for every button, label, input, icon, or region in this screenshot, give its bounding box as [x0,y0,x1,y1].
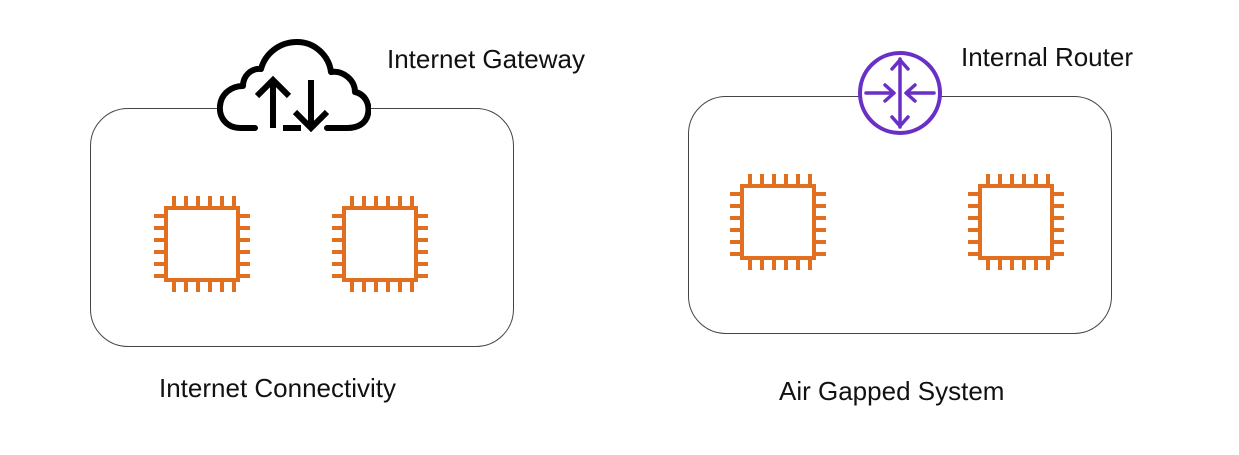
internet-gateway-label: Internet Gateway [387,44,585,74]
compute-chip-icon [332,196,428,292]
compute-chip-icon [154,196,250,292]
air-gapped-system-caption: Air Gapped System [779,376,1005,406]
compute-chip-icon [968,174,1064,270]
compute-chip-icon [730,174,826,270]
internal-router-icon [858,51,942,135]
internet-gateway-cloud-icon [217,39,371,132]
internet-connectivity-caption: Internet Connectivity [159,373,397,403]
internal-router-label: Internal Router [961,42,1133,72]
